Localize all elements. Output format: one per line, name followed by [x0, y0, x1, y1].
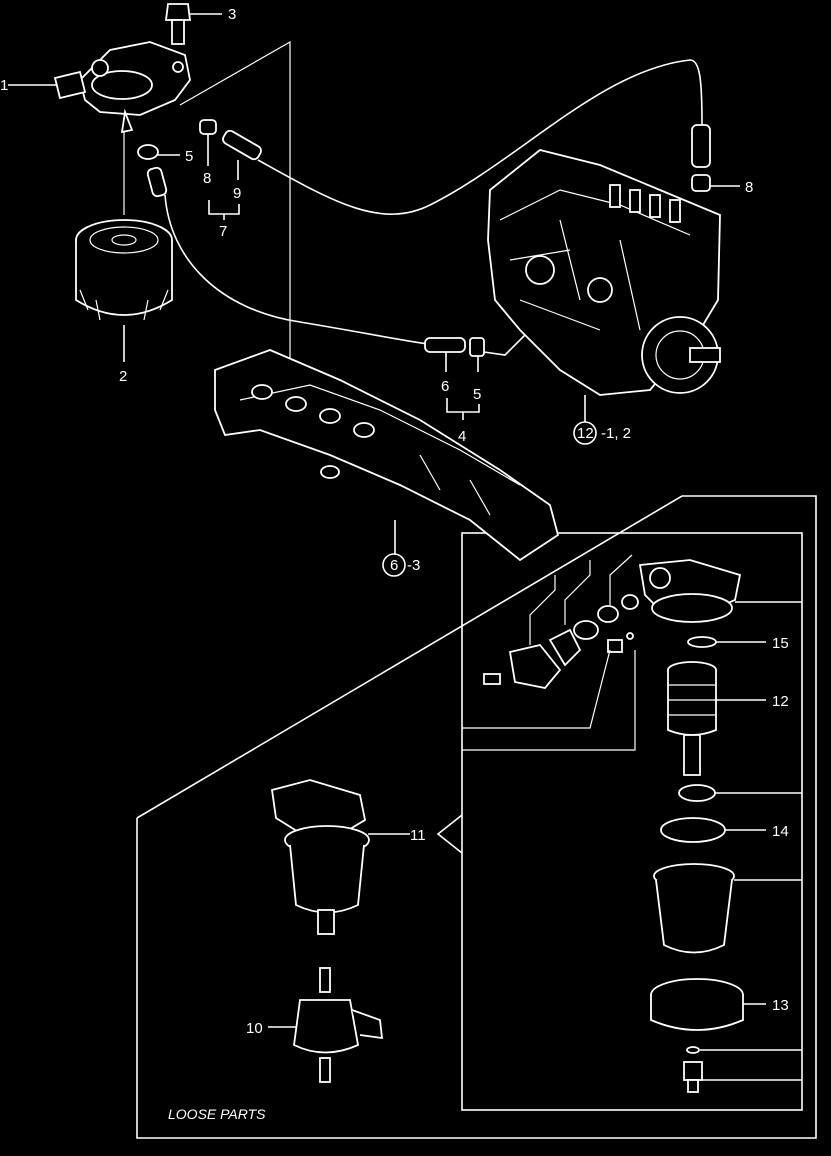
large-o-ring-icon — [660, 817, 726, 843]
label-2: 2 — [119, 368, 127, 385]
guide-line-manifold — [179, 40, 291, 370]
o-ring-icon — [687, 636, 717, 648]
explode-line-d — [462, 650, 636, 751]
label-3: 3 — [228, 6, 236, 23]
label-6-suffix: -3 — [407, 557, 420, 574]
explode-line-b — [564, 560, 591, 625]
label-14: 14 — [772, 823, 789, 840]
fuel-pipe-upper — [257, 59, 703, 215]
label-15: 15 — [772, 635, 789, 652]
label-12-suffix: -1, 2 — [601, 425, 631, 442]
label-6a: 6 — [441, 378, 449, 395]
label-12-circle: 12 — [577, 425, 594, 442]
label-12: 12 — [772, 693, 789, 710]
filter-bowl-icon — [653, 863, 735, 954]
label-8b: 8 — [745, 179, 753, 196]
hose-clip-icon — [137, 144, 159, 160]
loose-parts-caption: LOOSE PARTS — [168, 1106, 266, 1122]
intake-manifold-icon — [214, 349, 560, 562]
filter-cartridge-icon — [75, 219, 173, 321]
loose-parts-frame — [136, 495, 817, 1139]
explode-line-e — [462, 649, 611, 729]
label-6-circle: 6 — [390, 557, 398, 574]
label-10: 10 — [246, 1020, 263, 1037]
electric-fuel-pump-icon — [293, 967, 384, 1083]
filter-head-exploded-icon — [638, 559, 742, 623]
filter-head-icon — [53, 41, 191, 134]
fuel-filter-assembly-icon — [270, 779, 370, 935]
fuel-pipe-lower — [164, 194, 429, 345]
retaining-ring-icon — [650, 978, 744, 1031]
hose-segment-icon — [146, 119, 262, 198]
filter-kit-frame — [461, 532, 803, 1111]
label-11: 11 — [410, 827, 426, 844]
label-7: 7 — [219, 223, 227, 240]
injection-pump-icon — [487, 149, 721, 396]
label-4: 4 — [458, 428, 466, 445]
drain-plug-icon — [683, 1046, 703, 1093]
ring-nut-icon — [678, 784, 716, 802]
label-1: 1 — [0, 77, 8, 94]
filter-element-icon — [667, 661, 717, 776]
label-8a: 8 — [203, 170, 211, 187]
callout-12-circle — [573, 421, 597, 445]
label-13: 13 — [772, 997, 789, 1014]
bracket-7 — [208, 200, 240, 215]
label-9: 9 — [233, 185, 241, 202]
explode-line-c — [609, 554, 633, 605]
label-5b: 5 — [473, 386, 481, 403]
label-5a: 5 — [185, 148, 193, 165]
hose-upper-icon — [691, 124, 711, 192]
hose-lower-icon — [424, 337, 485, 357]
bracket-11 — [436, 814, 463, 854]
filter-head-small-parts-icon — [483, 594, 639, 689]
callout-6-circle — [382, 553, 406, 577]
bolt-icon — [164, 3, 192, 45]
explode-line-a — [529, 575, 556, 645]
